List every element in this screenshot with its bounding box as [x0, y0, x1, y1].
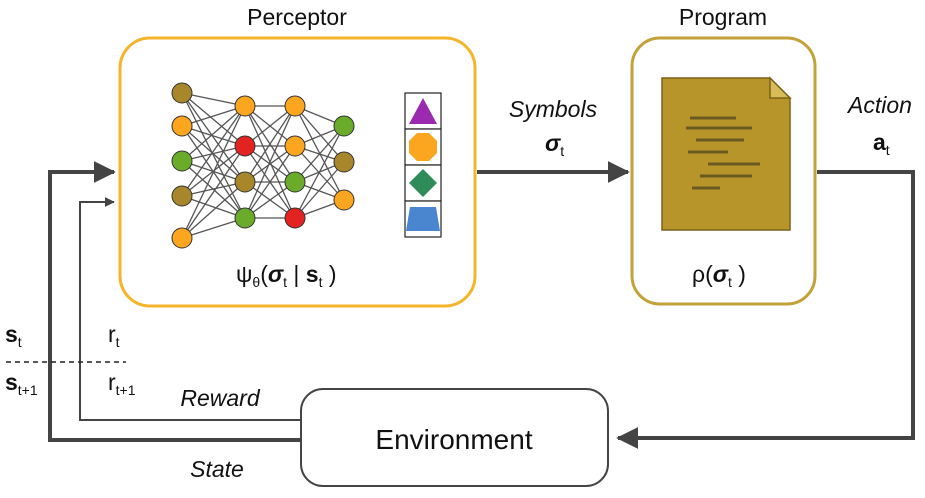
nn-node: [171, 150, 193, 172]
reward-label: Reward: [180, 385, 260, 411]
state-t-label: st: [5, 321, 22, 350]
program-formula: ρ(σt ): [692, 261, 746, 290]
nn-edge: [294, 105, 345, 163]
nn-edge: [181, 145, 246, 239]
nn-node: [234, 135, 256, 157]
nn-node: [333, 189, 355, 211]
nn-edge: [294, 125, 345, 219]
trapezoid-symbol-icon: [406, 207, 440, 231]
nn-edge: [244, 105, 296, 183]
symbol-column: [404, 92, 442, 238]
nn-edge: [181, 105, 246, 197]
nn-edge: [244, 105, 296, 147]
nn-node: [284, 207, 306, 229]
nn-node: [171, 185, 193, 207]
nn-edge: [181, 105, 246, 127]
nn-edge: [244, 145, 296, 219]
nn-edge: [294, 105, 345, 201]
nn-edge: [181, 181, 246, 197]
program-title: Program: [679, 4, 767, 30]
action-label: Action: [846, 92, 912, 118]
nn-node: [171, 115, 193, 137]
state-arrow: [48, 161, 301, 442]
triangle-symbol-icon: [409, 98, 437, 124]
nn-edge: [244, 105, 296, 219]
nn-node: [333, 115, 355, 137]
nn-node: [234, 207, 256, 229]
perceptor-formula: ψθ(σt | st ): [236, 261, 337, 290]
nn-edge: [181, 217, 246, 239]
document-icon: [661, 76, 792, 231]
reward-arrow: [79, 197, 301, 421]
perceptor-title: Perceptor: [247, 4, 347, 30]
nn-node: [234, 171, 256, 193]
diamond-symbol-icon: [409, 169, 437, 197]
environment-box: [300, 388, 609, 487]
environment-label: Environment: [375, 424, 532, 455]
action-symbol: at: [873, 129, 890, 158]
nn-edge: [181, 145, 246, 162]
nn-edge: [181, 181, 246, 239]
nn-edge: [181, 92, 246, 107]
nn-edge: [181, 105, 246, 239]
octagon-symbol-icon: [409, 133, 437, 161]
reward-t-label: rt: [108, 321, 120, 350]
state-label: State: [190, 456, 244, 482]
action-arrow: [616, 170, 915, 449]
nn-edge: [294, 161, 345, 219]
nn-node: [284, 95, 306, 117]
nn-node: [234, 95, 256, 117]
nn-edge: [181, 195, 246, 219]
state-t1-label: st+1: [5, 369, 38, 398]
nn-node: [171, 227, 193, 249]
nn-edge: [181, 125, 246, 147]
nn-node: [284, 171, 306, 193]
nn-edge: [181, 92, 246, 183]
nn-node: [333, 151, 355, 173]
symbols-label: Symbols: [509, 96, 598, 122]
nn-edge: [181, 105, 246, 162]
nn-edge: [181, 92, 246, 147]
nn-node: [171, 82, 193, 104]
symbols-sigma: σt: [545, 130, 564, 159]
reward-t1-label: rt+1: [108, 369, 136, 398]
nn-node: [284, 135, 306, 157]
nn-edge: [181, 92, 246, 219]
nn-edge: [294, 125, 345, 183]
neural-network-nodes: [171, 82, 355, 249]
